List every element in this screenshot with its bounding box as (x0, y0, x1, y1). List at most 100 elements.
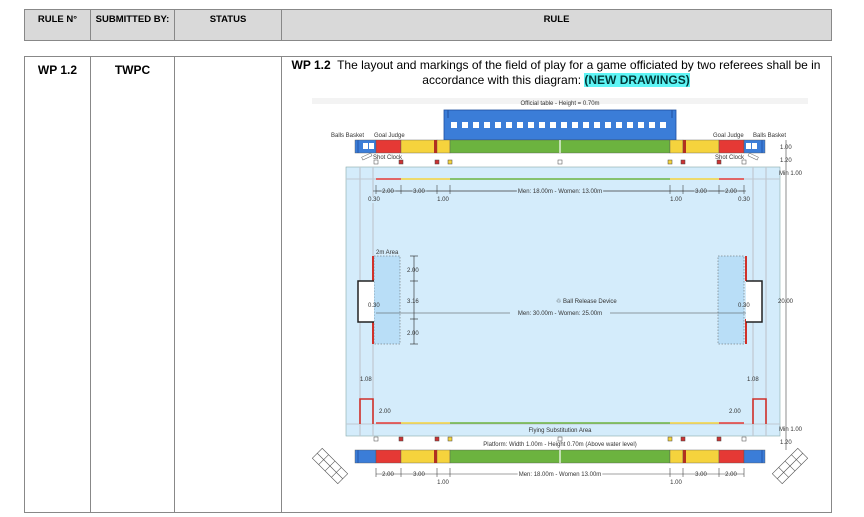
marker (741, 436, 747, 442)
dim-label: 0.30 (738, 303, 750, 309)
submitted-by: TWPC (91, 57, 175, 512)
label-bg (724, 189, 739, 195)
table-window (561, 122, 567, 128)
table-window (484, 122, 490, 128)
label-bg (669, 480, 684, 486)
balls-basket-icon-left (311, 447, 349, 485)
dim-label: 2.00 (725, 189, 737, 195)
dim-label: 0.30 (368, 303, 380, 309)
balls-basket-label-right: Balls Basket (753, 133, 786, 139)
label-bg (737, 197, 752, 203)
dim-label: 0.30 (738, 197, 750, 203)
dim-label: 1.20 (780, 158, 792, 164)
dim-label: 2.00 (407, 331, 419, 337)
table-window (462, 122, 468, 128)
marker (447, 159, 453, 165)
marker (667, 436, 673, 442)
label-bg (381, 472, 396, 478)
re-entry-left (359, 398, 374, 424)
dim-label: 3.00 (413, 472, 425, 478)
shot-clock-label-left: Shot Clock (373, 155, 403, 161)
table-window (605, 122, 611, 128)
dim-label: 2.00 (729, 409, 741, 415)
table-window (627, 122, 633, 128)
label-bg (669, 197, 684, 203)
dim-label: 2.00 (382, 189, 394, 195)
dim-label: 3.16 (407, 299, 419, 305)
header-rule-no: RULE N° (25, 10, 91, 40)
platform-marker (683, 450, 686, 463)
platform-segment (669, 449, 684, 464)
table-window (660, 122, 666, 128)
header-submitted-by: SUBMITTED BY: (91, 10, 175, 40)
basket-slot (746, 143, 751, 149)
platform-marker (434, 140, 437, 153)
dim-label: 2.00 (382, 472, 394, 478)
header-rule: RULE (543, 14, 570, 25)
dim-label: Min 1.00 (779, 171, 803, 177)
ball-release-label: ♲ Ball Release Device (556, 298, 617, 305)
platform-segment (375, 139, 402, 154)
platform-segment (400, 449, 438, 464)
platform-marker (683, 140, 686, 153)
label-bg (517, 472, 603, 478)
marker (741, 159, 747, 165)
platform-segment (436, 449, 451, 464)
label-bg (436, 197, 451, 203)
dim-label: 2.00 (725, 472, 737, 478)
label-bg (381, 189, 396, 195)
dim-label: 1.00 (670, 197, 682, 203)
goal-left (357, 255, 401, 345)
pool-water (345, 166, 781, 437)
marker (557, 159, 563, 165)
dim-label: 1.00 (437, 480, 449, 486)
label-bg (436, 480, 451, 486)
platform-segment (375, 449, 402, 464)
field-of-play-diagram: Official table - Height = 0.70m Balls Ba… (311, 98, 809, 486)
table-window (649, 122, 655, 128)
dim-label: 2.00 (379, 409, 391, 415)
table-header: RULE N° SUBMITTED BY: STATUS RULE (24, 9, 832, 41)
label-bg (412, 472, 427, 478)
table-window (539, 122, 545, 128)
marker (373, 436, 379, 442)
marker (667, 159, 673, 165)
dim-label: 3.00 (695, 472, 707, 478)
platform-marker (434, 450, 437, 463)
re-entry-right (752, 398, 767, 424)
table-window (616, 122, 622, 128)
dim-label: 1.00 (780, 145, 792, 151)
marker (447, 436, 453, 442)
platform-label: Platform: Width 1.00m - Height 0.70m (Ab… (483, 442, 636, 448)
marker (557, 436, 563, 442)
table-window (517, 122, 523, 128)
official-table-label: Official table - Height = 0.70m (520, 101, 599, 107)
dim-label: Men: 18.00m - Women 13.00m (519, 472, 602, 478)
dim-label: 2.00 (407, 268, 419, 274)
label-bg (724, 472, 739, 478)
rule-ref: WP 1.2 (291, 58, 331, 72)
table-window (473, 122, 479, 128)
platform-segment (669, 139, 684, 154)
table-window (528, 122, 534, 128)
label-bg (694, 472, 709, 478)
dim-label: 1.00 (437, 197, 449, 203)
platform-segment (718, 449, 745, 464)
dim-label: 3.00 (695, 189, 707, 195)
table-window (550, 122, 556, 128)
platform-segment (743, 449, 766, 464)
goal-judge-label-right: Goal Judge (713, 133, 744, 139)
table-window (583, 122, 589, 128)
platform-segment (682, 139, 720, 154)
goal-judge-label-left: Goal Judge (374, 133, 405, 139)
new-drawings-highlight: (NEW DRAWINGS) (584, 73, 690, 87)
marker (680, 436, 686, 442)
label-bg (412, 189, 427, 195)
rule-body: The layout and markings of the field of … (337, 58, 821, 87)
flying-sub-label: Flying Substitution Area (528, 428, 592, 434)
shot-clock-label-right: Shot Clock (715, 155, 745, 161)
field-length-label: Men: 30.00m - Women: 25.00m (518, 311, 602, 317)
dim-label: 1.20 (780, 440, 792, 446)
marker (434, 159, 440, 165)
platform-segment (718, 139, 745, 154)
